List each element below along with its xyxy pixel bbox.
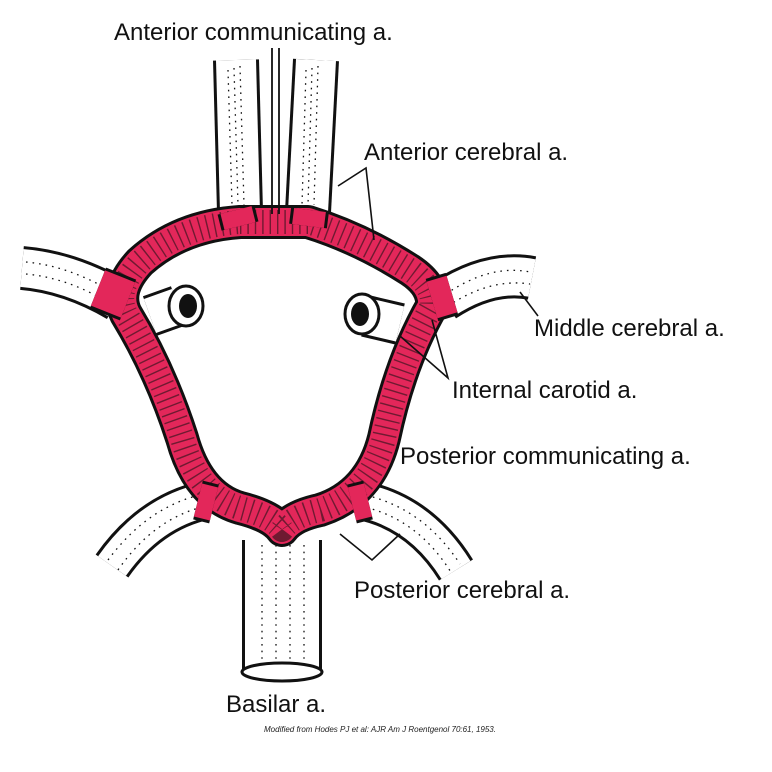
citation: Modified from Hodes PJ et al: AJR Am J R… (264, 725, 496, 734)
label-anterior-cerebral: Anterior cerebral a. (364, 139, 568, 166)
label-internal-carotid: Internal carotid a. (452, 377, 637, 404)
anterior-cerebral-leader (337, 166, 375, 241)
right-internal-carotid-artery (343, 292, 405, 345)
label-anterior-communicating: Anterior communicating a. (114, 19, 393, 46)
label-middle-cerebral: Middle cerebral a. (534, 315, 725, 342)
label-posterior-communicating: Posterior communicating a. (400, 443, 691, 470)
left-internal-carotid-artery (142, 284, 205, 336)
internal-carotid-leader (399, 319, 450, 381)
white-vessels (19, 58, 537, 683)
labels: Anterior communicating a. Anterior cereb… (114, 19, 725, 734)
label-posterior-cerebral: Posterior cerebral a. (354, 577, 570, 604)
basilar-artery-cut-end (240, 661, 324, 683)
middle-cerebral-leader (519, 291, 539, 317)
circle-of-willis-ring (105, 205, 450, 547)
leader-lines (337, 166, 539, 562)
highlighted-junctions (89, 205, 459, 524)
anterior-communicating-artery (271, 48, 280, 214)
posterior-cerebral-leader (339, 533, 401, 562)
label-basilar: Basilar a. (226, 691, 326, 718)
